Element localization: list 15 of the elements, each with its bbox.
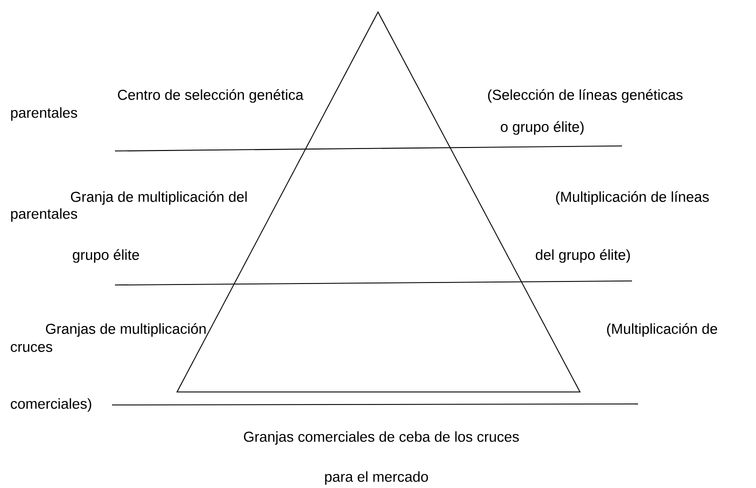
text-label: para el mercado [325, 471, 428, 485]
text-label: parentales [11, 107, 78, 121]
text-label: Granjas comerciales de ceba de los cruces [244, 431, 519, 445]
text-label: Granjas de multiplicación [46, 323, 206, 337]
text-label: Centro de selección genética [118, 89, 304, 103]
text-label: del grupo élite) [536, 249, 630, 263]
text-label: Granja de multiplicación del [70, 191, 247, 205]
text-label: cruces [10, 344, 52, 352]
text-label: parentales [11, 208, 78, 222]
text-label: (Multiplicación de líneas [556, 191, 709, 205]
text-label: o grupo élite) [500, 121, 584, 135]
text-label: grupo élite [72, 249, 139, 263]
text-label: comerciales) [10, 398, 92, 412]
text-label: (Selección de líneas genéticas [488, 89, 683, 103]
text-label: (Multiplicación de [607, 323, 718, 337]
